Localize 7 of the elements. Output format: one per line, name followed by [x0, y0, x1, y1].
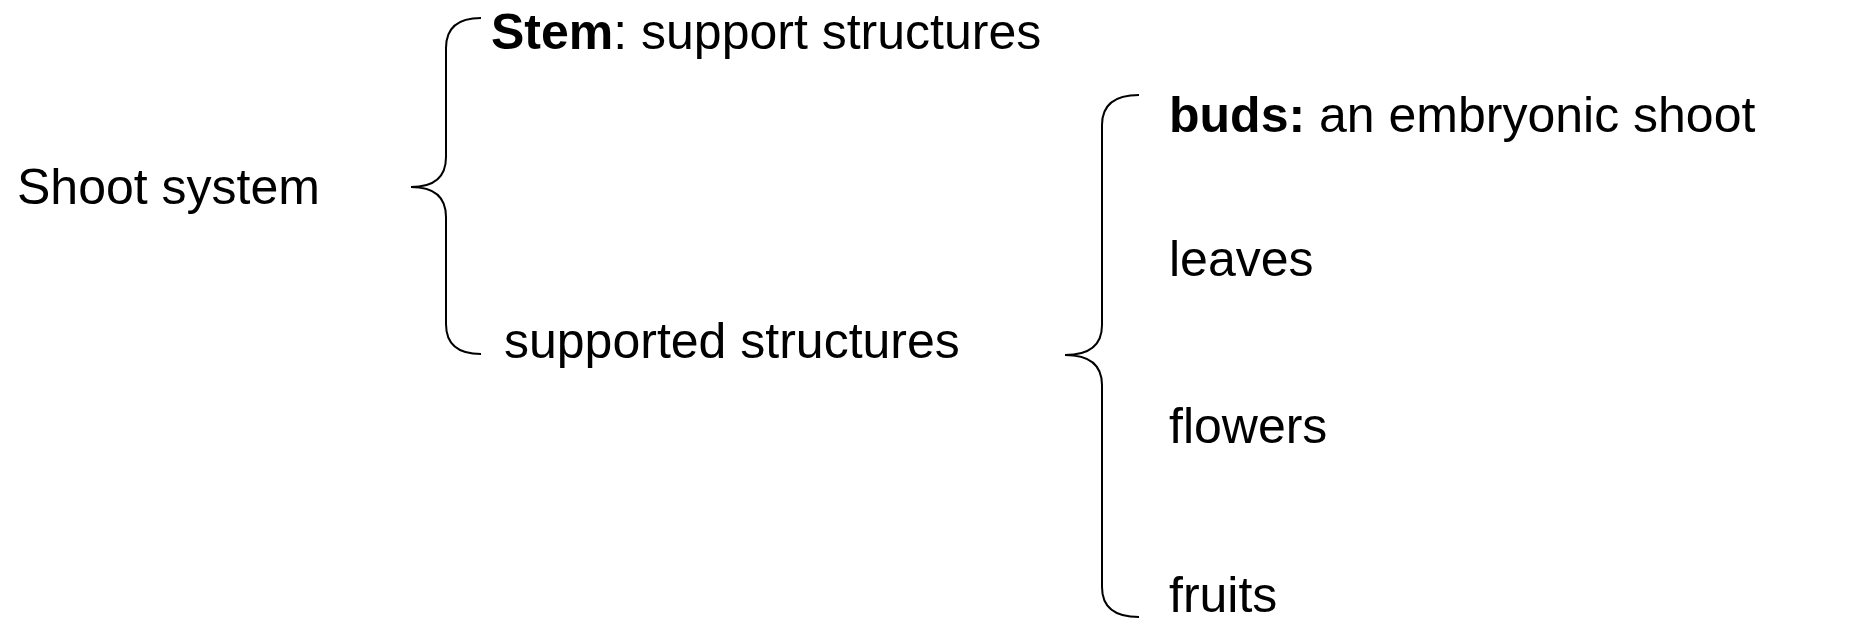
label-text: flowers: [1169, 398, 1328, 456]
label-text: leaves: [1169, 231, 1314, 289]
label-text: Stem: support structures: [491, 4, 1042, 62]
label-text: fruits: [1169, 567, 1278, 625]
label-text: buds: an embryonic shoot: [1169, 87, 1756, 145]
label-text: supported structures: [504, 313, 960, 371]
label-text: Shoot system: [17, 159, 320, 217]
